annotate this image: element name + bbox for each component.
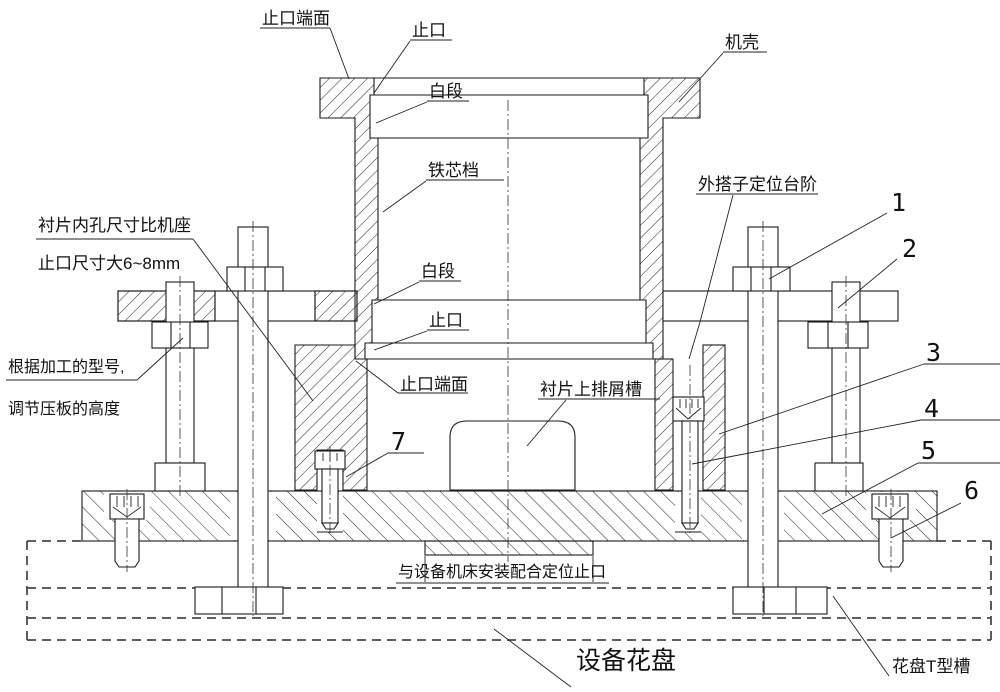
part-number-3: 3 bbox=[926, 338, 941, 367]
label-faceplate: 设备花盘 bbox=[576, 647, 676, 675]
part-number-1: 1 bbox=[891, 188, 906, 217]
label-core-section: 铁芯档 bbox=[428, 161, 479, 180]
note-adjust-line1: 根据加工的型号, bbox=[8, 358, 124, 376]
note-adjust-line2: 调节压板的高度 bbox=[8, 400, 120, 418]
base-plate bbox=[81, 490, 938, 556]
label-stop-lower: 止口 bbox=[429, 311, 463, 330]
clamp-stud-right bbox=[732, 226, 828, 615]
label-white-band-upper: 白段 bbox=[429, 82, 463, 101]
note-liner-line2: 止口尺寸大6~8mm bbox=[38, 254, 180, 273]
liner-right-lug bbox=[702, 344, 726, 491]
socket-screw-right bbox=[672, 396, 705, 530]
label-lug-step: 外搭子定位台阶 bbox=[698, 175, 817, 194]
support-foot-right bbox=[814, 462, 864, 492]
liner bbox=[294, 344, 726, 491]
note-liner-line1: 衬片内孔尺寸比机座 bbox=[38, 216, 191, 235]
machine-faceplate-outline bbox=[26, 540, 992, 641]
part-number-6: 6 bbox=[964, 476, 979, 505]
label-white-band-lower: 白段 bbox=[421, 262, 455, 281]
label-stop-face-lower: 止口端面 bbox=[400, 375, 468, 394]
label-housing: 机壳 bbox=[725, 33, 759, 52]
locating-spigot bbox=[424, 540, 594, 556]
part-number-2: 2 bbox=[902, 234, 917, 263]
motor-housing bbox=[319, 77, 701, 360]
centerlines bbox=[126, 100, 892, 616]
clamp-stud-left bbox=[194, 226, 284, 615]
liner-screws bbox=[314, 396, 705, 530]
label-t-slot: 花盘T型槽 bbox=[892, 657, 970, 676]
t-nut-left bbox=[194, 586, 284, 615]
part-number-7: 7 bbox=[391, 427, 406, 456]
label-stop-face-top: 止口端面 bbox=[262, 9, 330, 28]
support-nut-right bbox=[807, 321, 869, 349]
label-chip-groove: 衬片上排屑槽 bbox=[540, 380, 642, 399]
part-number-5: 5 bbox=[921, 436, 936, 465]
annotations: 止口端面 止口 白段 机壳 铁芯档 外搭子定位台阶 白段 止口 止口端面 bbox=[6, 9, 1000, 688]
clamp-nut-right bbox=[732, 266, 791, 292]
chip-groove-profile bbox=[449, 420, 576, 491]
label-mount-stop: 与设备机床安装配合定位止口 bbox=[398, 563, 606, 581]
clamp-nut-left bbox=[226, 266, 284, 292]
part-number-callouts: 1 2 3 4 5 6 7 bbox=[345, 188, 1000, 539]
liner-right-strip bbox=[654, 358, 674, 491]
part-number-4: 4 bbox=[924, 394, 939, 423]
t-nut-right bbox=[732, 586, 828, 615]
clamp-plate-right bbox=[662, 290, 899, 322]
label-stop-top: 止口 bbox=[412, 21, 446, 40]
